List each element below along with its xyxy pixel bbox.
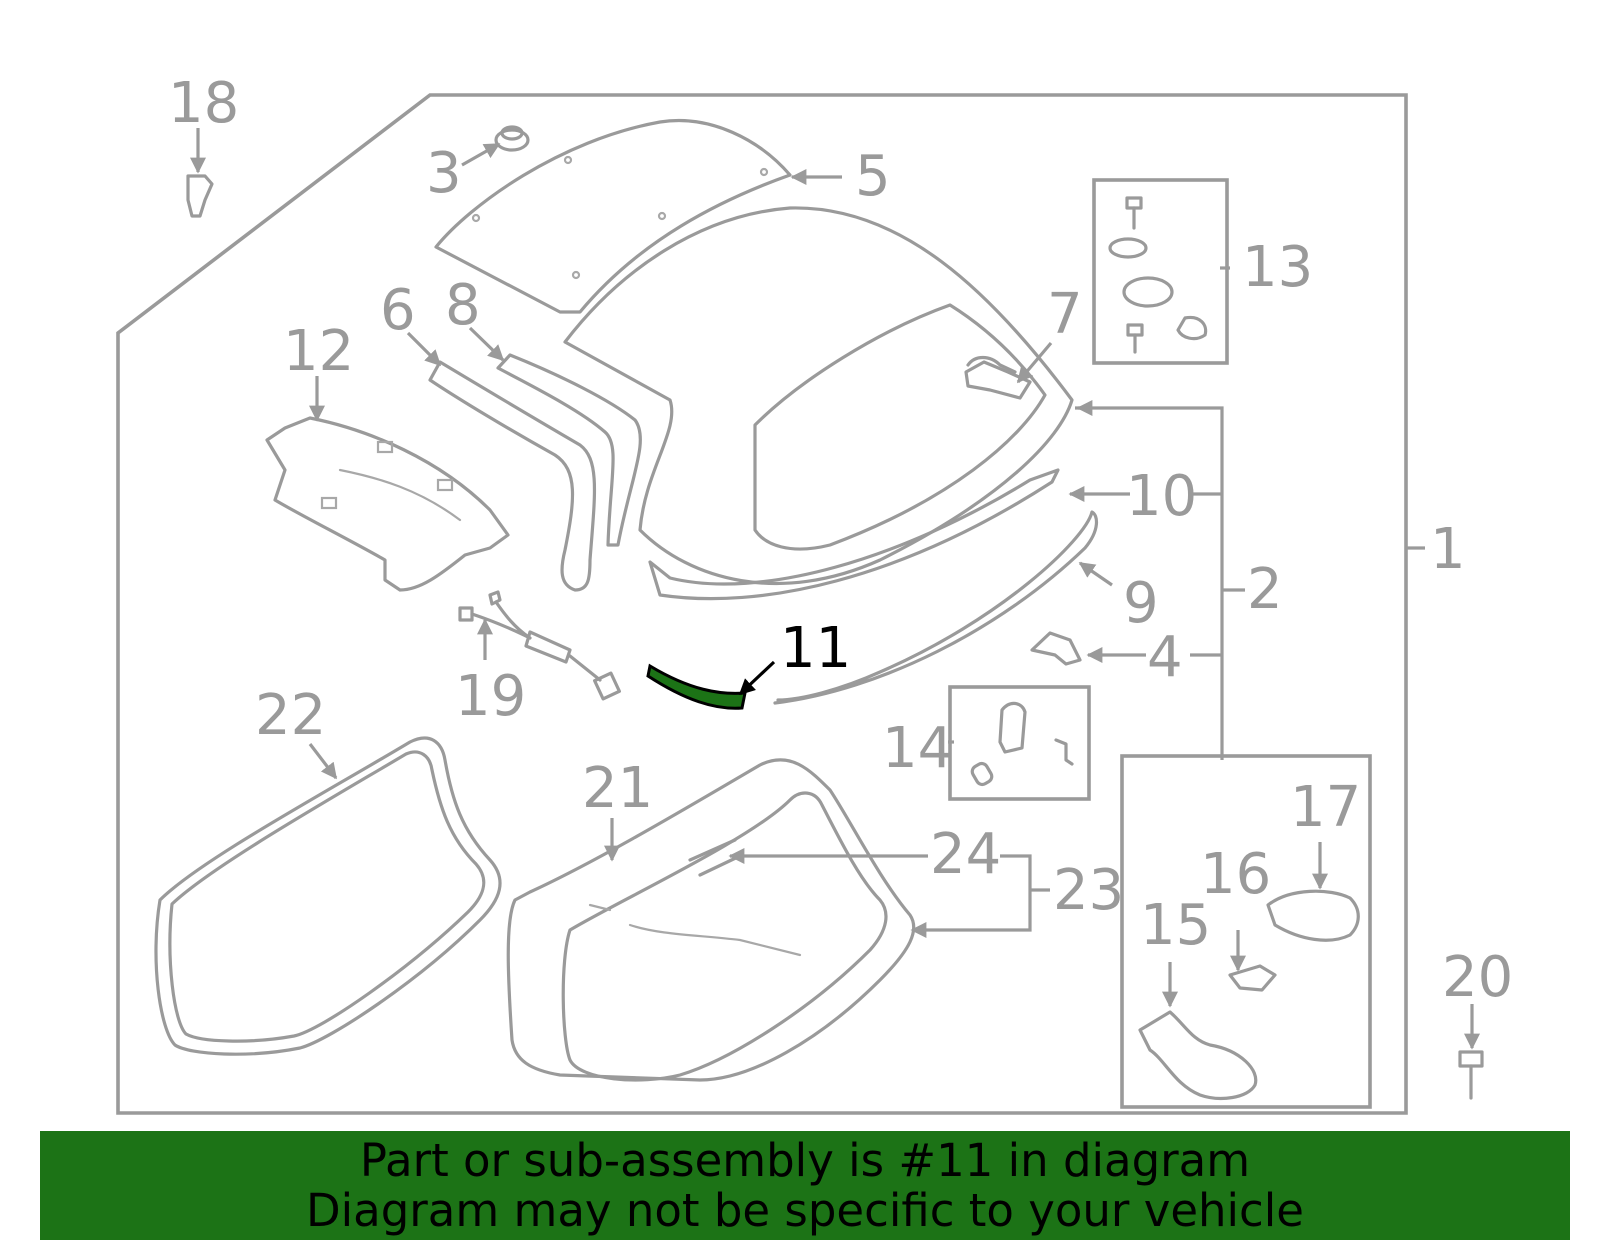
leader-lines xyxy=(190,128,1480,1050)
part-17-cover[interactable] xyxy=(1266,889,1360,942)
part-11-highlighted-strip[interactable] xyxy=(646,663,747,710)
banner-line-2: Diagram may not be specific to your vehi… xyxy=(306,1184,1304,1237)
label-21: 21 xyxy=(582,756,653,821)
part-22-seal[interactable] xyxy=(154,736,502,1056)
part-3-grommet[interactable] xyxy=(494,125,530,152)
part-8-rail[interactable] xyxy=(496,353,642,547)
part-15-handle[interactable] xyxy=(1138,1010,1258,1101)
label-10: 10 xyxy=(1126,464,1197,529)
part-13-hardware xyxy=(1108,196,1208,354)
label-4: 4 xyxy=(1147,625,1183,690)
part-14-hardware xyxy=(970,701,1074,787)
label-24: 24 xyxy=(930,822,1001,887)
part-21-trunk-lid[interactable] xyxy=(506,758,916,1082)
label-17: 17 xyxy=(1290,775,1361,840)
label-12: 12 xyxy=(283,319,354,384)
assembly-outline xyxy=(116,93,1408,1115)
label-23: 23 xyxy=(1053,858,1124,923)
part-7-latch[interactable] xyxy=(964,360,1032,400)
label-18: 18 xyxy=(168,71,239,136)
label-15: 15 xyxy=(1140,893,1211,958)
label-6: 6 xyxy=(380,278,416,343)
label-13: 13 xyxy=(1242,235,1313,300)
part-4-bracket[interactable] xyxy=(1030,631,1082,666)
label-11: 11 xyxy=(780,616,851,681)
part-12-rear-panel[interactable] xyxy=(265,416,510,592)
label-9: 9 xyxy=(1123,571,1159,636)
label-5: 5 xyxy=(855,144,891,209)
label-19: 19 xyxy=(455,664,526,729)
part-9-weatherstrip[interactable] xyxy=(773,510,1098,705)
label-22: 22 xyxy=(255,683,326,748)
part-2-soft-top[interactable] xyxy=(563,206,1074,586)
label-3: 3 xyxy=(426,141,462,206)
part-10-trim[interactable] xyxy=(648,468,1060,601)
part-15-17-kit-box[interactable] xyxy=(1120,754,1372,1109)
part-5-headliner[interactable] xyxy=(434,119,792,314)
label-20: 20 xyxy=(1442,945,1513,1010)
part-18-clip[interactable] xyxy=(186,174,214,218)
part-16-clip[interactable] xyxy=(1228,964,1277,992)
part-13-kit-box[interactable] xyxy=(1092,178,1229,365)
label-1: 1 xyxy=(1430,517,1466,582)
info-banner: Part or sub-assembly is #11 in diagram D… xyxy=(40,1131,1570,1240)
part-19-cable[interactable] xyxy=(458,590,621,701)
part-20-bolt[interactable] xyxy=(1458,1050,1484,1100)
banner-line-1: Part or sub-assembly is #11 in diagram xyxy=(359,1134,1251,1187)
part-6-rail[interactable] xyxy=(428,360,597,592)
label-8: 8 xyxy=(445,273,481,338)
callout-labels: 1 2 3 4 5 6 7 8 9 10 11 12 13 14 15 16 1… xyxy=(168,71,1513,1010)
label-2: 2 xyxy=(1247,557,1283,622)
label-14: 14 xyxy=(882,716,953,781)
label-7: 7 xyxy=(1047,282,1083,347)
label-16: 16 xyxy=(1200,842,1271,907)
